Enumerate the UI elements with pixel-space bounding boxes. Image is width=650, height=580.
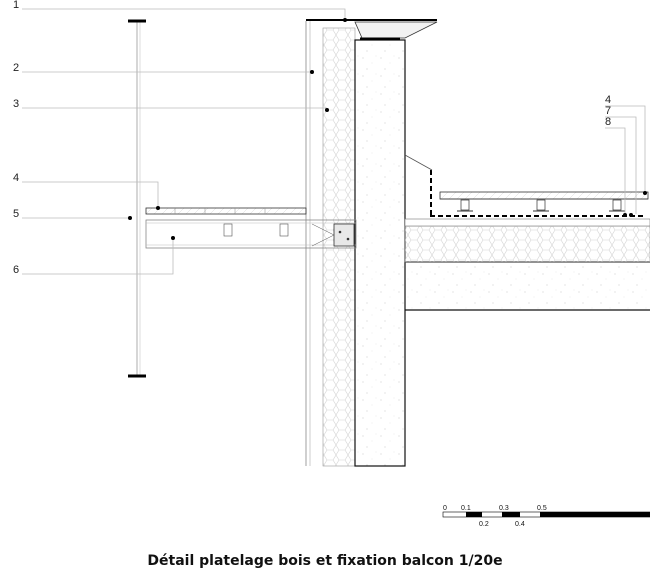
callout-4: 4 bbox=[13, 172, 19, 184]
callout-right-7: 7 bbox=[605, 105, 611, 117]
callout-2: 2 bbox=[13, 62, 19, 74]
balcony-edge bbox=[128, 19, 146, 378]
leader-dots-right bbox=[623, 191, 647, 217]
callouts-right: 4 7 8 bbox=[605, 94, 611, 128]
leader-lines-left bbox=[22, 8, 346, 275]
callout-6: 6 bbox=[13, 264, 19, 276]
callout-5: 5 bbox=[13, 208, 19, 220]
scale-label-0.2: 0.2 bbox=[479, 521, 489, 528]
callout-right-8: 8 bbox=[605, 116, 611, 128]
scale-label-0: 0 bbox=[443, 505, 447, 512]
terrace-decking bbox=[439, 191, 649, 212]
callouts-left: 1 2 3 4 5 6 bbox=[13, 0, 19, 276]
callout-1: 1 bbox=[13, 0, 19, 11]
callout-3: 3 bbox=[13, 98, 19, 110]
scale-label-0.3: 0.3 bbox=[499, 505, 509, 512]
drawing-title: Détail platelage bois et fixation balcon… bbox=[147, 553, 503, 569]
callout-right-4: 4 bbox=[605, 94, 611, 106]
scale-bar: 0 0.1 0.3 0.5 0.2 0.4 bbox=[442, 505, 650, 528]
floor-slab bbox=[404, 154, 650, 311]
scale-label-0.5: 0.5 bbox=[537, 505, 547, 512]
deck-pedestals bbox=[457, 199, 625, 212]
leader-dots-left bbox=[128, 18, 347, 240]
scale-label-0.4: 0.4 bbox=[515, 521, 525, 528]
scale-label-0.1: 0.1 bbox=[461, 505, 471, 512]
balcony-deck bbox=[145, 207, 357, 249]
leader-lines-right bbox=[605, 105, 646, 214]
